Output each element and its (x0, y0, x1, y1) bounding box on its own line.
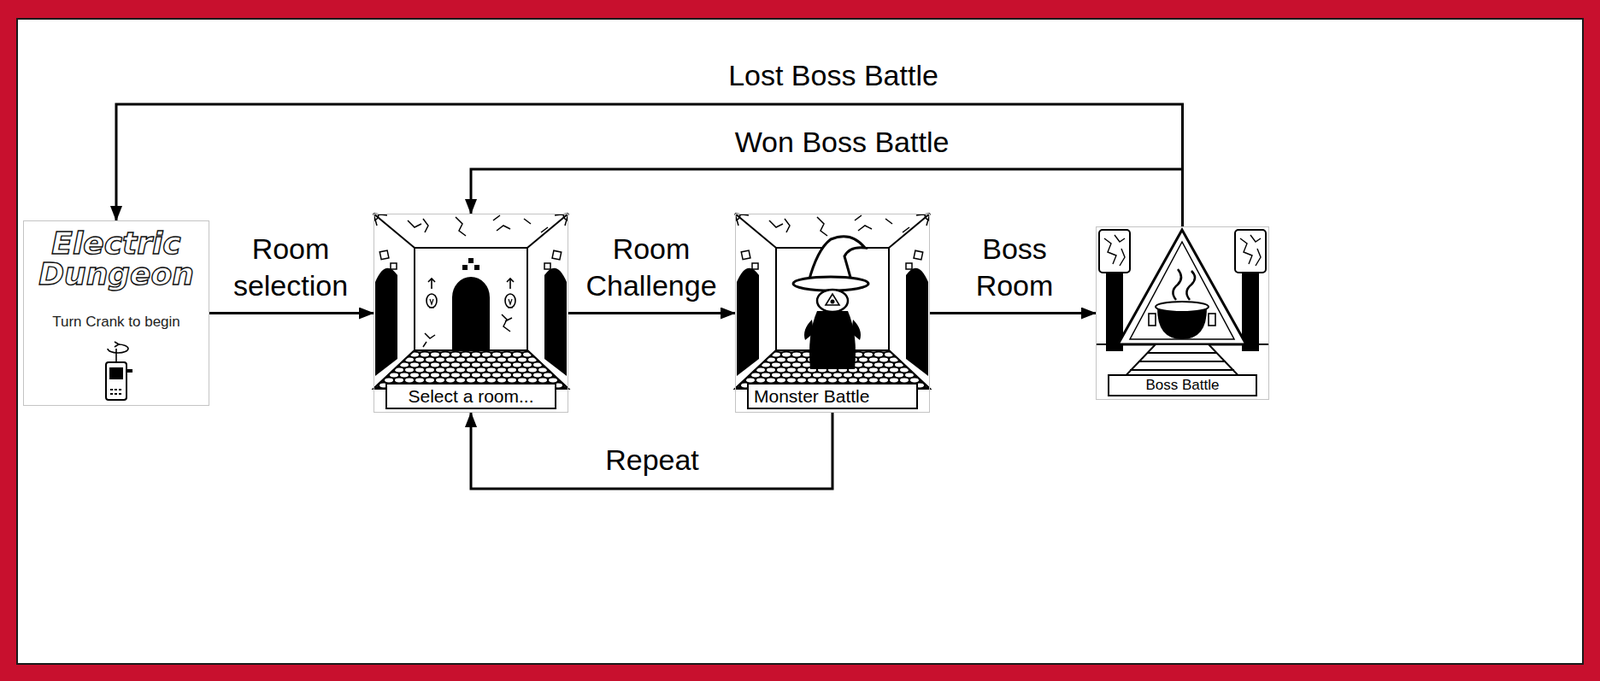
flow-label: Boss Room (959, 230, 1070, 304)
wall-dot (468, 258, 474, 264)
handheld-buttons (110, 389, 122, 395)
handheld-icon (105, 362, 133, 400)
witch-body (809, 311, 856, 370)
start-hint: Turn Crank to begin (52, 313, 181, 331)
handheld-crank (126, 369, 133, 373)
witch-face (817, 289, 848, 312)
altar-triangle (1117, 229, 1247, 345)
pillar-top (1099, 229, 1130, 273)
crank-icon (107, 341, 129, 363)
handheld-body (105, 362, 127, 400)
connectors (116, 104, 1183, 489)
pillar-top (1235, 229, 1266, 273)
flow-label: Repeat (601, 441, 703, 479)
flow-label: Room Challenge (570, 230, 732, 304)
flow-arrow (929, 311, 1096, 315)
flow-label: Lost Boss Battle (724, 57, 942, 95)
flow-arrow (116, 104, 1183, 227)
hat-brim (793, 276, 869, 291)
witch-hat (808, 236, 865, 283)
boss-room (1095, 226, 1270, 400)
screen-caption: Select a room... (385, 382, 557, 410)
screen-caption: Monster Battle (747, 382, 918, 410)
battle-screen: Monster Battle (735, 213, 930, 413)
cauldron (1157, 308, 1207, 340)
witch-eye-frame (825, 294, 840, 306)
white-panel (17, 18, 1583, 665)
title-screen: Electric DungeonTurn Crank to begin (23, 220, 210, 406)
handheld-screen (109, 367, 124, 380)
room-screen: Select a room... (373, 213, 569, 413)
bulb-arrow (428, 278, 514, 289)
cauldron-handle (1148, 313, 1156, 326)
wall-dot (474, 264, 480, 271)
altar-triangle-inner (1129, 241, 1235, 340)
witch-arm (804, 319, 861, 341)
crank-arrow-head (114, 341, 119, 348)
witch-eye (830, 300, 836, 305)
cauldron-handle (1208, 313, 1216, 326)
wall-dot (462, 264, 468, 271)
boss-screen: Boss Battle (1095, 226, 1270, 400)
screen-caption: Boss Battle (1107, 374, 1258, 397)
cauldron-rim (1155, 301, 1209, 312)
game-logo: Electric Dungeon (30, 228, 202, 290)
wall-crack (423, 314, 512, 348)
dungeon-room (373, 213, 569, 413)
crank-arm (115, 348, 118, 363)
flow-arrow (568, 311, 736, 315)
room-ground (1095, 226, 1270, 400)
dungeon-room (735, 213, 930, 413)
stair-step (1129, 352, 1235, 371)
flow-label: Room selection (214, 230, 367, 304)
flow-arrow (209, 311, 374, 315)
center-doorway (452, 276, 490, 351)
bulb-filament (429, 299, 513, 308)
steam (1172, 269, 1195, 300)
flow-arrow (470, 412, 833, 489)
witch-monster (793, 236, 869, 370)
flow-arrow (470, 169, 1183, 227)
flow-label: Won Boss Battle (731, 123, 953, 161)
room-details (423, 258, 516, 351)
